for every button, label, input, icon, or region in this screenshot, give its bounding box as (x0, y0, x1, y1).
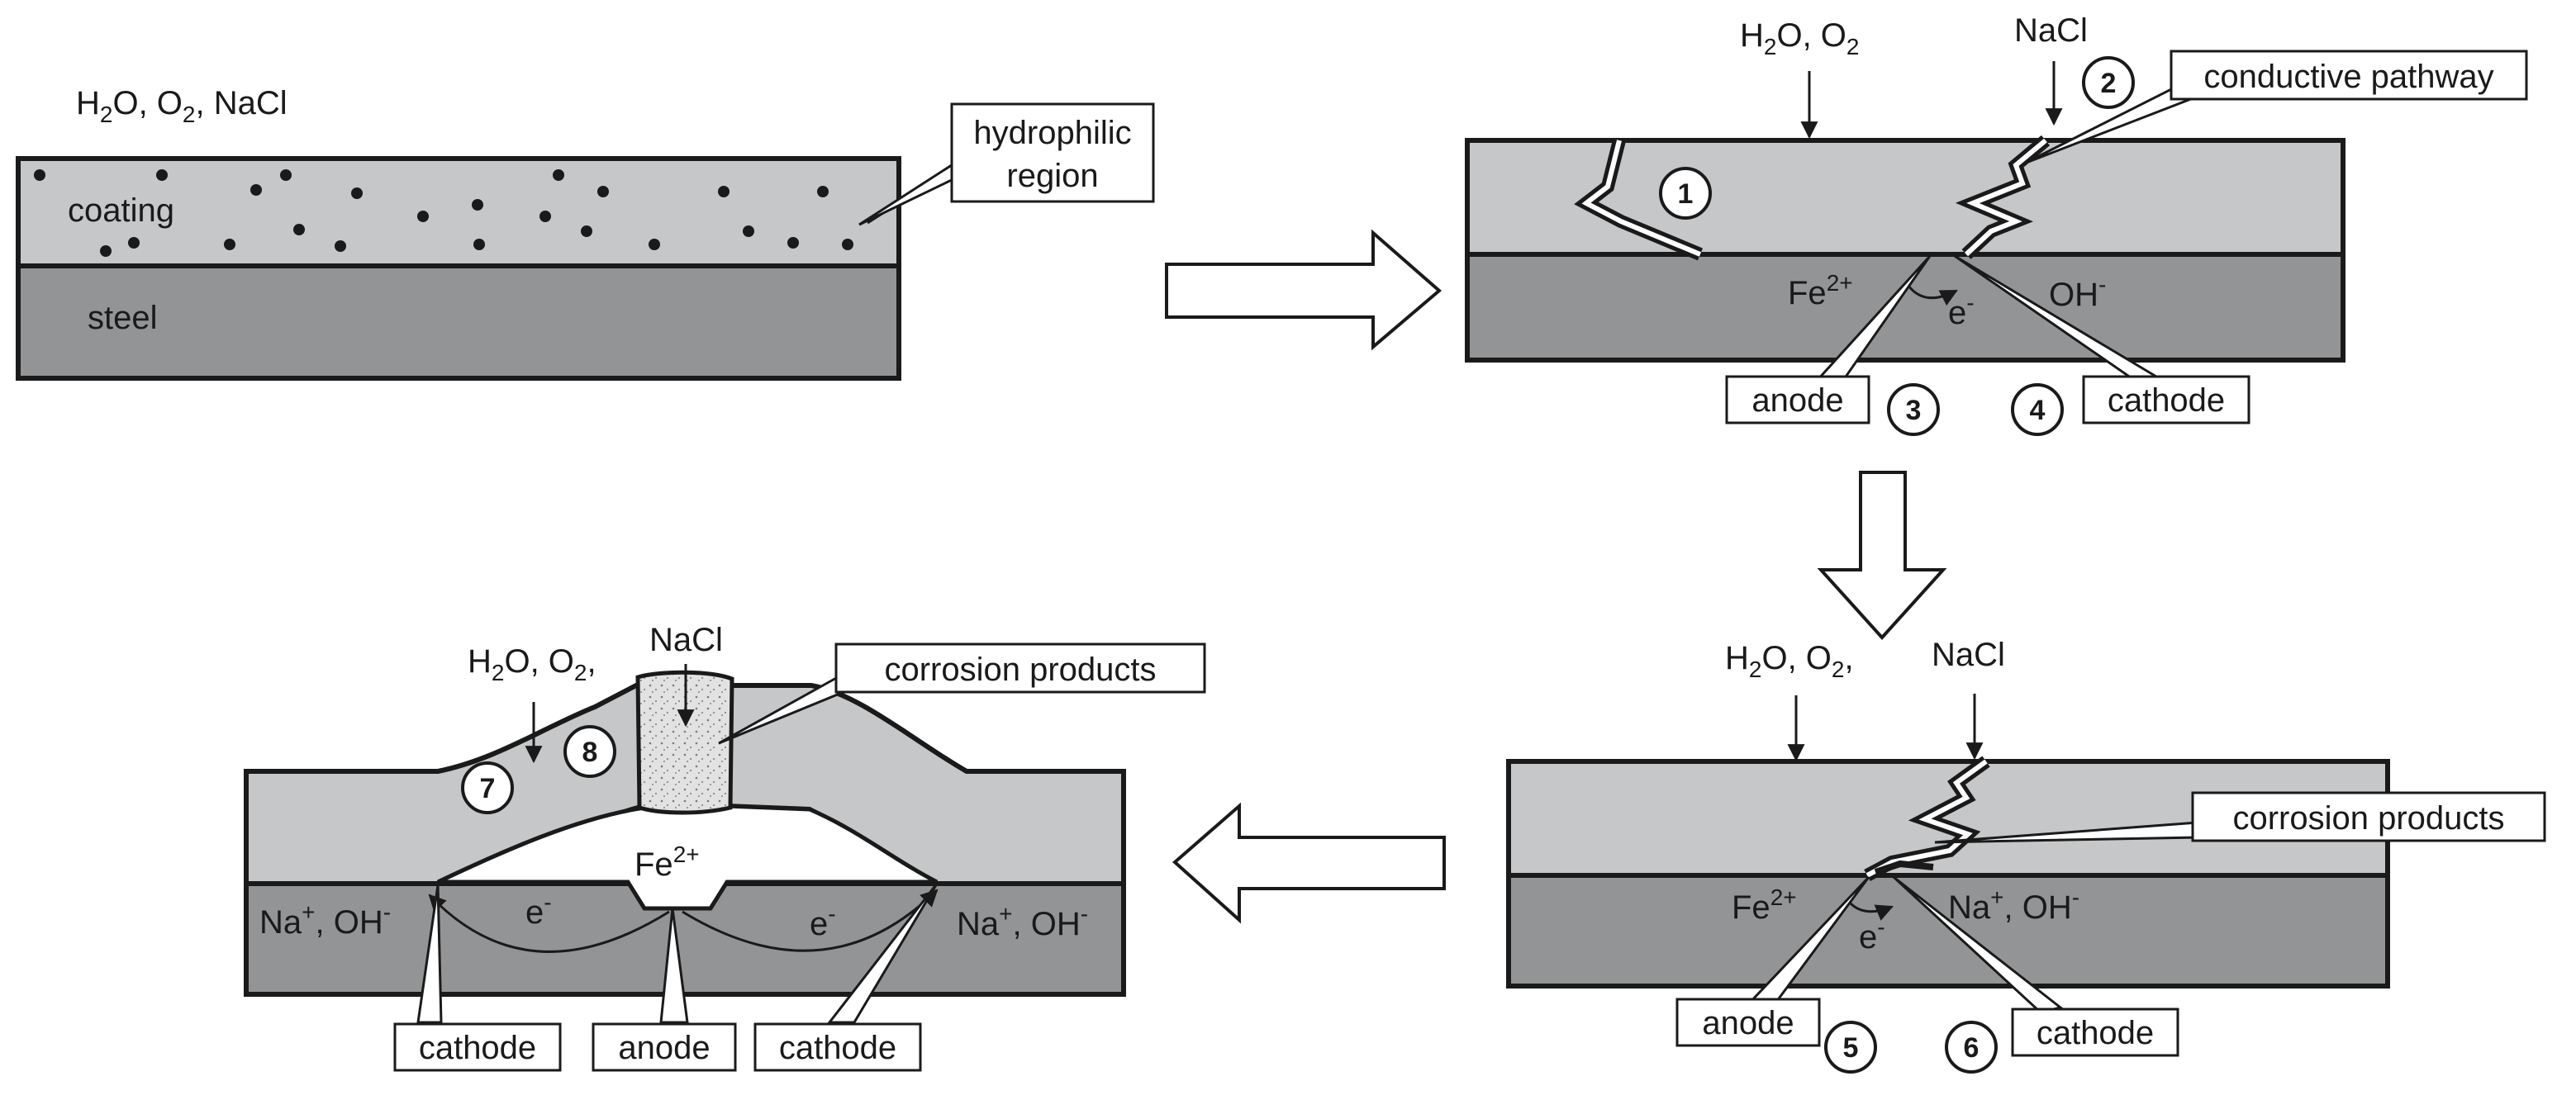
panel2-cathode-box (2082, 375, 2250, 424)
panel4-cathode-left-label: cathode (419, 1030, 536, 1066)
panel4-cathode-left-pointer (416, 884, 443, 1024)
panel4-electron-left: e- (525, 889, 552, 931)
panel3-salt-label: NaCl (1932, 637, 2005, 673)
panel2-oh-label: OH- (2049, 272, 2106, 313)
panel3-cathode-label: cathode (2037, 1015, 2154, 1051)
panel3-fe-label: Fe2+ (1732, 884, 1797, 926)
panel2-cathode-label: cathode (2108, 382, 2225, 419)
panel2-salt-label: NaCl (2014, 12, 2088, 49)
panel4-cathode-right-label: cathode (779, 1030, 896, 1066)
panel4-anode-label: anode (618, 1030, 710, 1066)
step-6-number: 6 (1964, 1032, 1980, 1064)
panel4-salt-label: NaCl (649, 622, 723, 658)
step-8-number: 8 (582, 737, 598, 768)
panel4-fe-label: Fe2+ (634, 842, 700, 883)
panel2-anode-box (1725, 375, 1870, 424)
panel-3: H2O, O2, NaCl corrosion products Fe2+ e-… (1506, 637, 2546, 1074)
step-5-badge (1824, 1021, 1877, 1074)
panel4-products-label: corrosion products (884, 652, 1156, 688)
panel2-steel-layer (1465, 252, 2345, 363)
panel3-anode-box (1675, 998, 1821, 1047)
step-3-badge (1887, 383, 1940, 436)
panel3-electron-arrow (1847, 900, 1894, 921)
panel4-electron-right: e- (810, 901, 836, 942)
panel4-cathode-right-box (753, 1022, 922, 1072)
panel1-environment-label: H2O, O2, NaCl (76, 85, 288, 127)
coating-label: coating (68, 192, 174, 229)
panel3-naoh-label: Na+, OH- (1948, 884, 2079, 926)
arrow-down-icon (1817, 471, 1947, 640)
panel4-electron-arc-right (682, 889, 939, 952)
panel-1: H2O, O2, NaCl coating steel hydrophilic … (16, 85, 1155, 381)
arrow-left-icon (1172, 802, 1446, 924)
panel3-products-label: corrosion products (2232, 800, 2504, 837)
conductive-pathway-label: conductive pathway (2203, 59, 2493, 95)
panel4-products-box (834, 642, 1206, 694)
panel2-electron-label: e- (1948, 290, 1975, 331)
step-5-number: 5 (1843, 1032, 1859, 1064)
hydrophilic-label-line1: hydrophilic (973, 115, 1131, 151)
step-2-number: 2 (2101, 68, 2117, 99)
panel4-anode-box (592, 1022, 737, 1072)
conductive-callout-box (2170, 50, 2528, 101)
panel4-corrosion-products-plug (635, 670, 734, 815)
panel3-environment-label: H2O, O2, (1725, 640, 1854, 682)
step-6-badge (1945, 1021, 1998, 1074)
blister-cavity (436, 804, 939, 911)
panel2-electron-arrow (1907, 285, 1958, 306)
panel4-cathode-right-pointer (826, 883, 939, 1024)
panel3-steel-layer (1506, 873, 2390, 989)
step-7-badge (461, 761, 514, 814)
panel4-anode-pointer (659, 908, 689, 1024)
panel4-na-oh-left: Na+, OH- (259, 899, 391, 941)
steel-label: steel (88, 300, 158, 336)
arrow-right-icon (1165, 229, 1442, 351)
step-2-badge (2082, 56, 2135, 109)
step-4-badge (2011, 383, 2064, 436)
hydrophilic-dots (34, 169, 853, 257)
panel3-cathode-box (2011, 1008, 2179, 1057)
panel4-environment-label: H2O, O2, (468, 643, 596, 685)
panel4-electron-arc-left (428, 894, 670, 953)
panel3-anode-label: anode (1702, 1005, 1794, 1041)
step-4-number: 4 (2030, 395, 2046, 426)
panel4-na-oh-right: Na+, OH- (957, 901, 1088, 942)
panel4-cathode-left-box (393, 1022, 562, 1072)
hydrophilic-callout-box (950, 102, 1155, 203)
step-1-badge (1659, 167, 1712, 220)
hydrophilic-label-line2: region (1006, 158, 1098, 194)
step-8-badge (563, 725, 616, 778)
step-1-number: 1 (1678, 178, 1694, 210)
step-3-number: 3 (1906, 395, 1922, 426)
panel3-products-box (2191, 791, 2546, 842)
step-7-number: 7 (480, 773, 496, 804)
panel2-environment-label: H2O, O2 (1740, 17, 1860, 59)
panel1-steel-layer (16, 263, 901, 381)
panel-2: H2O, O2 NaCl conductive pathway 1 2 Fe2+… (1465, 12, 2528, 436)
panel-4: H2O, O2, NaCl corrosion products 7 8 Fe2… (244, 622, 1206, 1072)
panel2-anode-label: anode (1751, 382, 1843, 419)
panel2-fe-label: Fe2+ (1788, 270, 1853, 311)
panel3-electron-label: e- (1859, 914, 1885, 955)
